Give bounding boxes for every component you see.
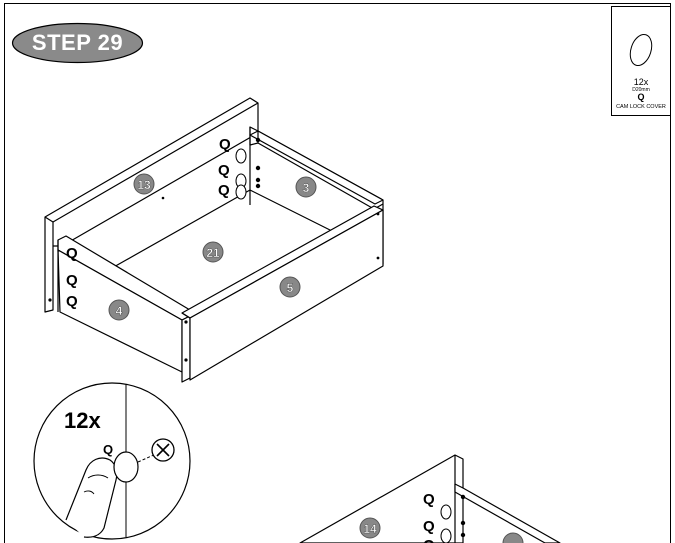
next-cam-caps	[440, 504, 452, 543]
step-badge: STEP 29	[11, 22, 144, 64]
step-number: STEP 29	[31, 30, 124, 55]
cam-code-label: Q	[66, 272, 78, 289]
cam-code-label: Q	[219, 136, 231, 153]
cam-code-label: Q	[423, 491, 435, 508]
cam-lock-cover-icon	[629, 33, 653, 67]
cam-code-label: Q	[218, 162, 230, 179]
svg-text:14: 14	[363, 522, 377, 536]
cam-code-label: Q	[66, 245, 78, 262]
part-3-next-bubble	[502, 532, 524, 543]
next-cam-codes: Q Q Q	[423, 491, 435, 543]
cam-code-label: Q	[218, 182, 230, 199]
cam-lock-codes-left: Q Q Q	[66, 245, 78, 310]
part-4-bubble: 4	[108, 299, 130, 321]
cam-code-label: Q	[423, 537, 435, 543]
svg-text:4: 4	[116, 304, 123, 318]
hardware-legend: 12x D20mm Q CAM LOCK COVER	[611, 6, 671, 116]
part-5-bubble: 5	[279, 276, 301, 298]
cam-holes-right	[255, 137, 261, 189]
cam-cover-cap-icon	[113, 451, 139, 483]
part-21-bubble: 21	[202, 241, 224, 263]
svg-text:5: 5	[287, 281, 294, 295]
drawer-assembly	[44, 97, 384, 383]
detail-quantity: 12x	[64, 408, 101, 433]
cam-lock-codes-right: Q Q Q	[218, 136, 231, 199]
part-bubbles: 13 3 21 5 4	[108, 173, 317, 321]
detail-circle: 12x Q	[33, 382, 191, 540]
legend-size: D20mm	[632, 87, 650, 93]
svg-text:21: 21	[206, 246, 220, 260]
legend-name: CAM LOCK COVER	[616, 104, 666, 110]
part-14-bubble: 14	[359, 517, 381, 539]
legend-code: Q	[637, 92, 645, 102]
cam-code-label: Q	[66, 293, 78, 310]
svg-text:13: 13	[137, 178, 151, 192]
screw-dots	[48, 196, 380, 362]
next-drawer-partial	[299, 454, 561, 543]
detail-code: Q	[103, 442, 113, 457]
part-3-bubble: 3	[295, 176, 317, 198]
cam-lock-caps-right	[235, 148, 247, 200]
svg-text:3: 3	[303, 181, 310, 195]
legend-quantity: 12x	[633, 77, 649, 87]
cam-code-label: Q	[423, 518, 435, 535]
part-13-bubble: 13	[133, 173, 155, 195]
page-border	[4, 3, 671, 543]
